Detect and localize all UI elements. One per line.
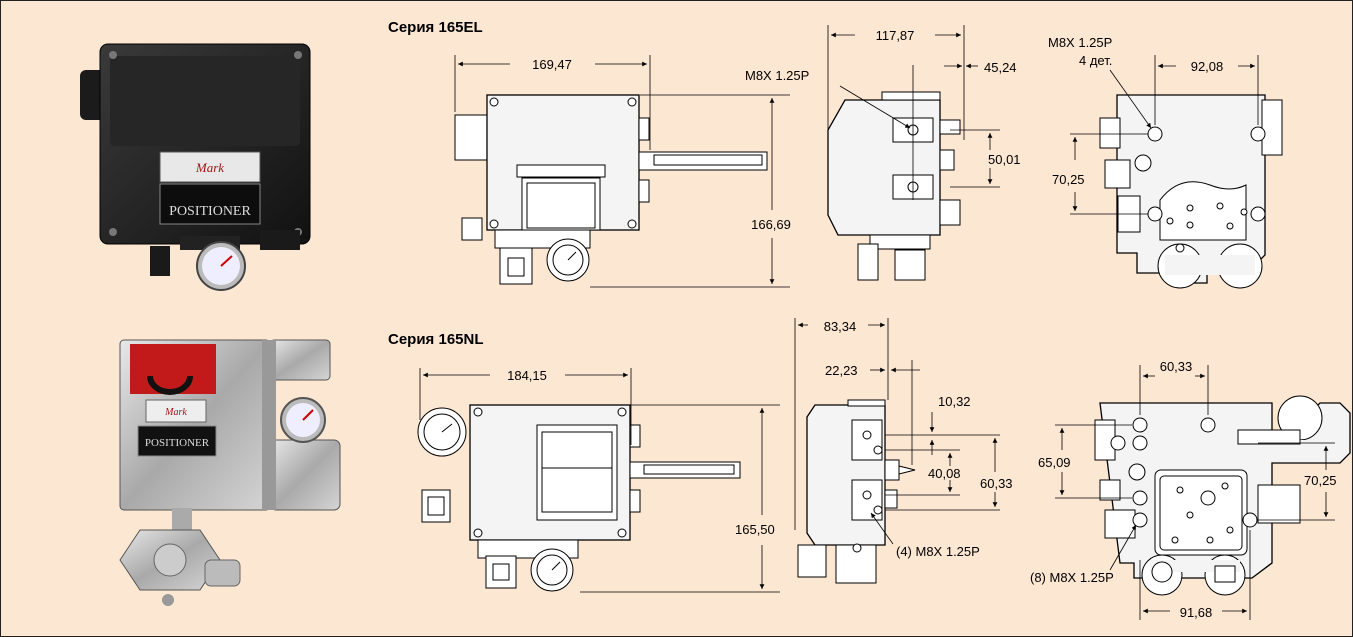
nl-brand-logo: Mark: [164, 407, 187, 418]
el-side-offset-dim: 45,24: [984, 60, 1017, 75]
nl-back-right-height-dim: 70,25: [1304, 473, 1337, 488]
nl-back-bottom-width-dim: 91,68: [1180, 605, 1213, 620]
nl-side-thread-label: (4) M8X 1.25P: [896, 544, 980, 559]
nl-port-spacing-dim: 40,08: [928, 466, 961, 481]
el-side-view: [827, 91, 961, 281]
nl-depth-side-dim: 83,34: [824, 319, 857, 334]
el-positioner-label: POSITIONER: [169, 204, 251, 219]
nl-side-offset-dim: 22,23: [825, 363, 858, 378]
nl-back-top-width-dim: 60,33: [1160, 359, 1193, 374]
nl-back-thread-label: (8) M8X 1.25P: [1030, 570, 1114, 585]
el-back-height-dim: 70,25: [1052, 172, 1085, 187]
nl-side-view: [797, 399, 916, 584]
el-brand-logo: Mark: [195, 160, 224, 175]
nl-height-front-dim: 165,50: [735, 522, 775, 537]
el-back-qty-label: 4 дет.: [1079, 53, 1112, 68]
series-165el-title: Серия 165EL: [388, 19, 483, 36]
nl-width-front-dim: 184,15: [507, 368, 547, 383]
el-port-spacing-dim: 50,01: [988, 152, 1021, 167]
nl-port-gap-dim: 10,32: [938, 394, 971, 409]
el-front-view: [454, 94, 768, 285]
nl-back-left-height-dim: 65,09: [1038, 455, 1071, 470]
photo-165el: Mark POSITIONER: [80, 43, 311, 291]
el-port-thread-label: M8X 1.25P: [745, 68, 809, 83]
el-height-front-dim: 166,69: [751, 217, 791, 232]
nl-front-view: [417, 404, 741, 592]
el-back-view: [1099, 94, 1283, 289]
el-depth-side-dim: 117,87: [876, 28, 915, 43]
nl-back-view: [1094, 395, 1351, 596]
nl-positioner-label: POSITIONER: [145, 437, 210, 449]
series-165nl-title: Серия 165NL: [388, 331, 484, 348]
el-width-front-dim: 169,47: [532, 57, 572, 72]
photo-165nl: Mark POSITIONER: [119, 339, 341, 606]
el-back-thread-label: M8X 1.25P: [1048, 35, 1112, 50]
nl-port-height-dim: 60,33: [980, 476, 1013, 491]
el-back-width-dim: 92,08: [1191, 59, 1224, 74]
